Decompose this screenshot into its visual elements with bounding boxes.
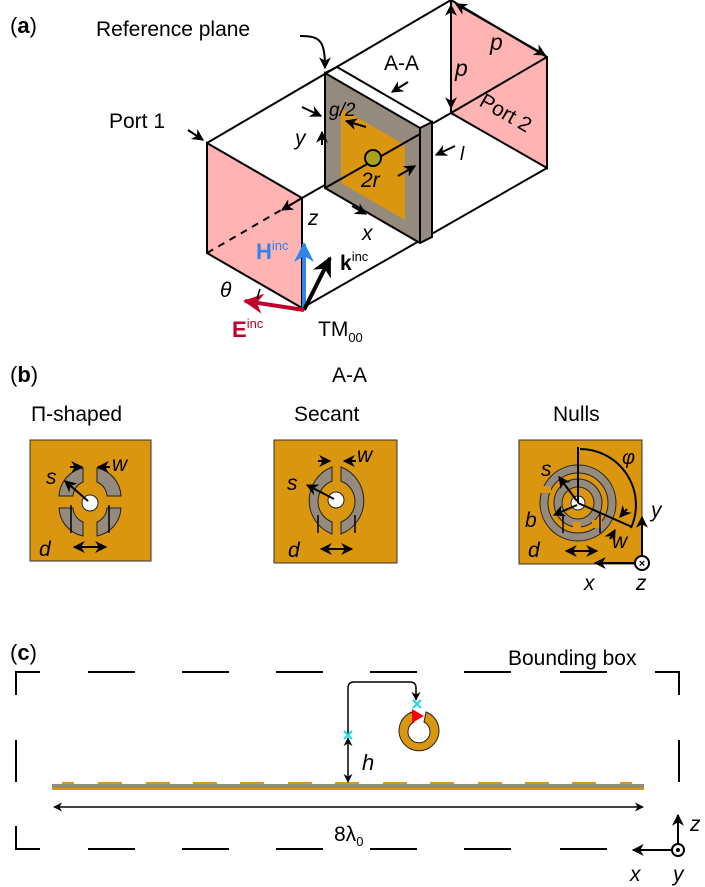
section-b-label: A-A bbox=[332, 364, 367, 387]
y-label: y bbox=[293, 127, 307, 150]
2r-label: 2r bbox=[360, 169, 381, 192]
e-inc-arrow bbox=[243, 293, 305, 314]
z-into-page-icon bbox=[634, 555, 650, 571]
metasurface-substrate bbox=[52, 784, 644, 789]
g2-arrow-right bbox=[344, 118, 367, 130]
x-label: x bbox=[629, 863, 642, 886]
bounding-box-label: Bounding box bbox=[508, 647, 637, 670]
cell-title: Nulls bbox=[553, 403, 600, 426]
probe-marker bbox=[343, 699, 422, 740]
cell-title: Π-shaped bbox=[31, 403, 122, 426]
w-label: w bbox=[112, 453, 129, 476]
via-circle bbox=[364, 149, 382, 167]
p-diagonal-dim bbox=[454, 3, 547, 56]
port2-diagonal bbox=[450, 56, 548, 114]
z-label: z bbox=[635, 572, 647, 595]
panel-c-label: (c) bbox=[10, 640, 37, 665]
panel-a-label: (a) bbox=[10, 13, 37, 38]
panel-b: (b) A-A Π-shaped s w d bbox=[10, 362, 663, 595]
y-label: y bbox=[649, 499, 663, 522]
g2-label: g/2 bbox=[329, 100, 356, 121]
section-label: A-A bbox=[384, 52, 419, 75]
cell-title: Secant bbox=[294, 403, 360, 426]
bounding-box bbox=[15, 671, 680, 850]
d-label: d bbox=[39, 538, 52, 561]
reference-plane-arrow bbox=[299, 35, 331, 70]
section-arrow bbox=[390, 81, 409, 93]
via-hole bbox=[327, 491, 345, 509]
cell-secant: Secant s w d bbox=[273, 403, 398, 564]
w-label: w bbox=[357, 444, 374, 467]
s-label: s bbox=[541, 458, 552, 481]
g2-arrow-left bbox=[301, 105, 323, 117]
x-label: x bbox=[361, 222, 374, 245]
h-inc-label: Hinc bbox=[256, 238, 289, 264]
k-inc-arrow bbox=[302, 256, 332, 311]
source-icon bbox=[412, 709, 424, 723]
z-axis-arrow bbox=[280, 197, 303, 211]
split-ring-antenna bbox=[398, 711, 440, 752]
z-label: z bbox=[689, 813, 701, 836]
phi-label: φ bbox=[622, 447, 635, 469]
s-label: s bbox=[46, 466, 57, 489]
l-arrow bbox=[434, 144, 456, 156]
p-diagonal-label: p bbox=[489, 29, 503, 55]
port1-arrow bbox=[187, 129, 204, 141]
2r-arrow bbox=[397, 165, 417, 177]
cell-pi-shaped: Π-shaped s w d bbox=[29, 403, 152, 562]
panel-c: (c) Bounding box bbox=[10, 640, 701, 886]
b-label: b bbox=[525, 509, 537, 532]
h-label: h bbox=[362, 750, 374, 775]
metasurface-cells bbox=[62, 782, 632, 784]
length-label: 8λ0 bbox=[334, 823, 363, 849]
z-label: z bbox=[307, 207, 319, 230]
s-label: s bbox=[287, 472, 298, 495]
theta-label: θ bbox=[220, 279, 232, 302]
k-inc-label: kinc bbox=[340, 249, 369, 275]
d-label: d bbox=[528, 539, 541, 562]
l-label: l bbox=[460, 144, 465, 165]
panel-b-label: (b) bbox=[10, 362, 38, 387]
phi-arc bbox=[579, 448, 637, 529]
e-inc-label: Einc bbox=[232, 316, 264, 342]
connector-curve bbox=[347, 681, 421, 735]
svg-text:×: × bbox=[639, 558, 645, 570]
y-label: y bbox=[671, 863, 685, 886]
theta-arc bbox=[256, 288, 261, 300]
d-label: d bbox=[288, 539, 301, 562]
x-axis-arrow bbox=[351, 203, 368, 215]
mode-label: TM00 bbox=[318, 318, 363, 345]
panel-a: (a) bbox=[10, 0, 548, 345]
reference-plane-label: Reference plane bbox=[96, 18, 250, 41]
x-label: x bbox=[583, 572, 596, 595]
p-vertical-label: p bbox=[454, 55, 468, 81]
port1-label: Port 1 bbox=[109, 110, 165, 133]
ground-plane bbox=[52, 788, 644, 790]
w-label: w bbox=[612, 530, 629, 553]
cell-nulls: Nulls bbox=[518, 403, 663, 595]
